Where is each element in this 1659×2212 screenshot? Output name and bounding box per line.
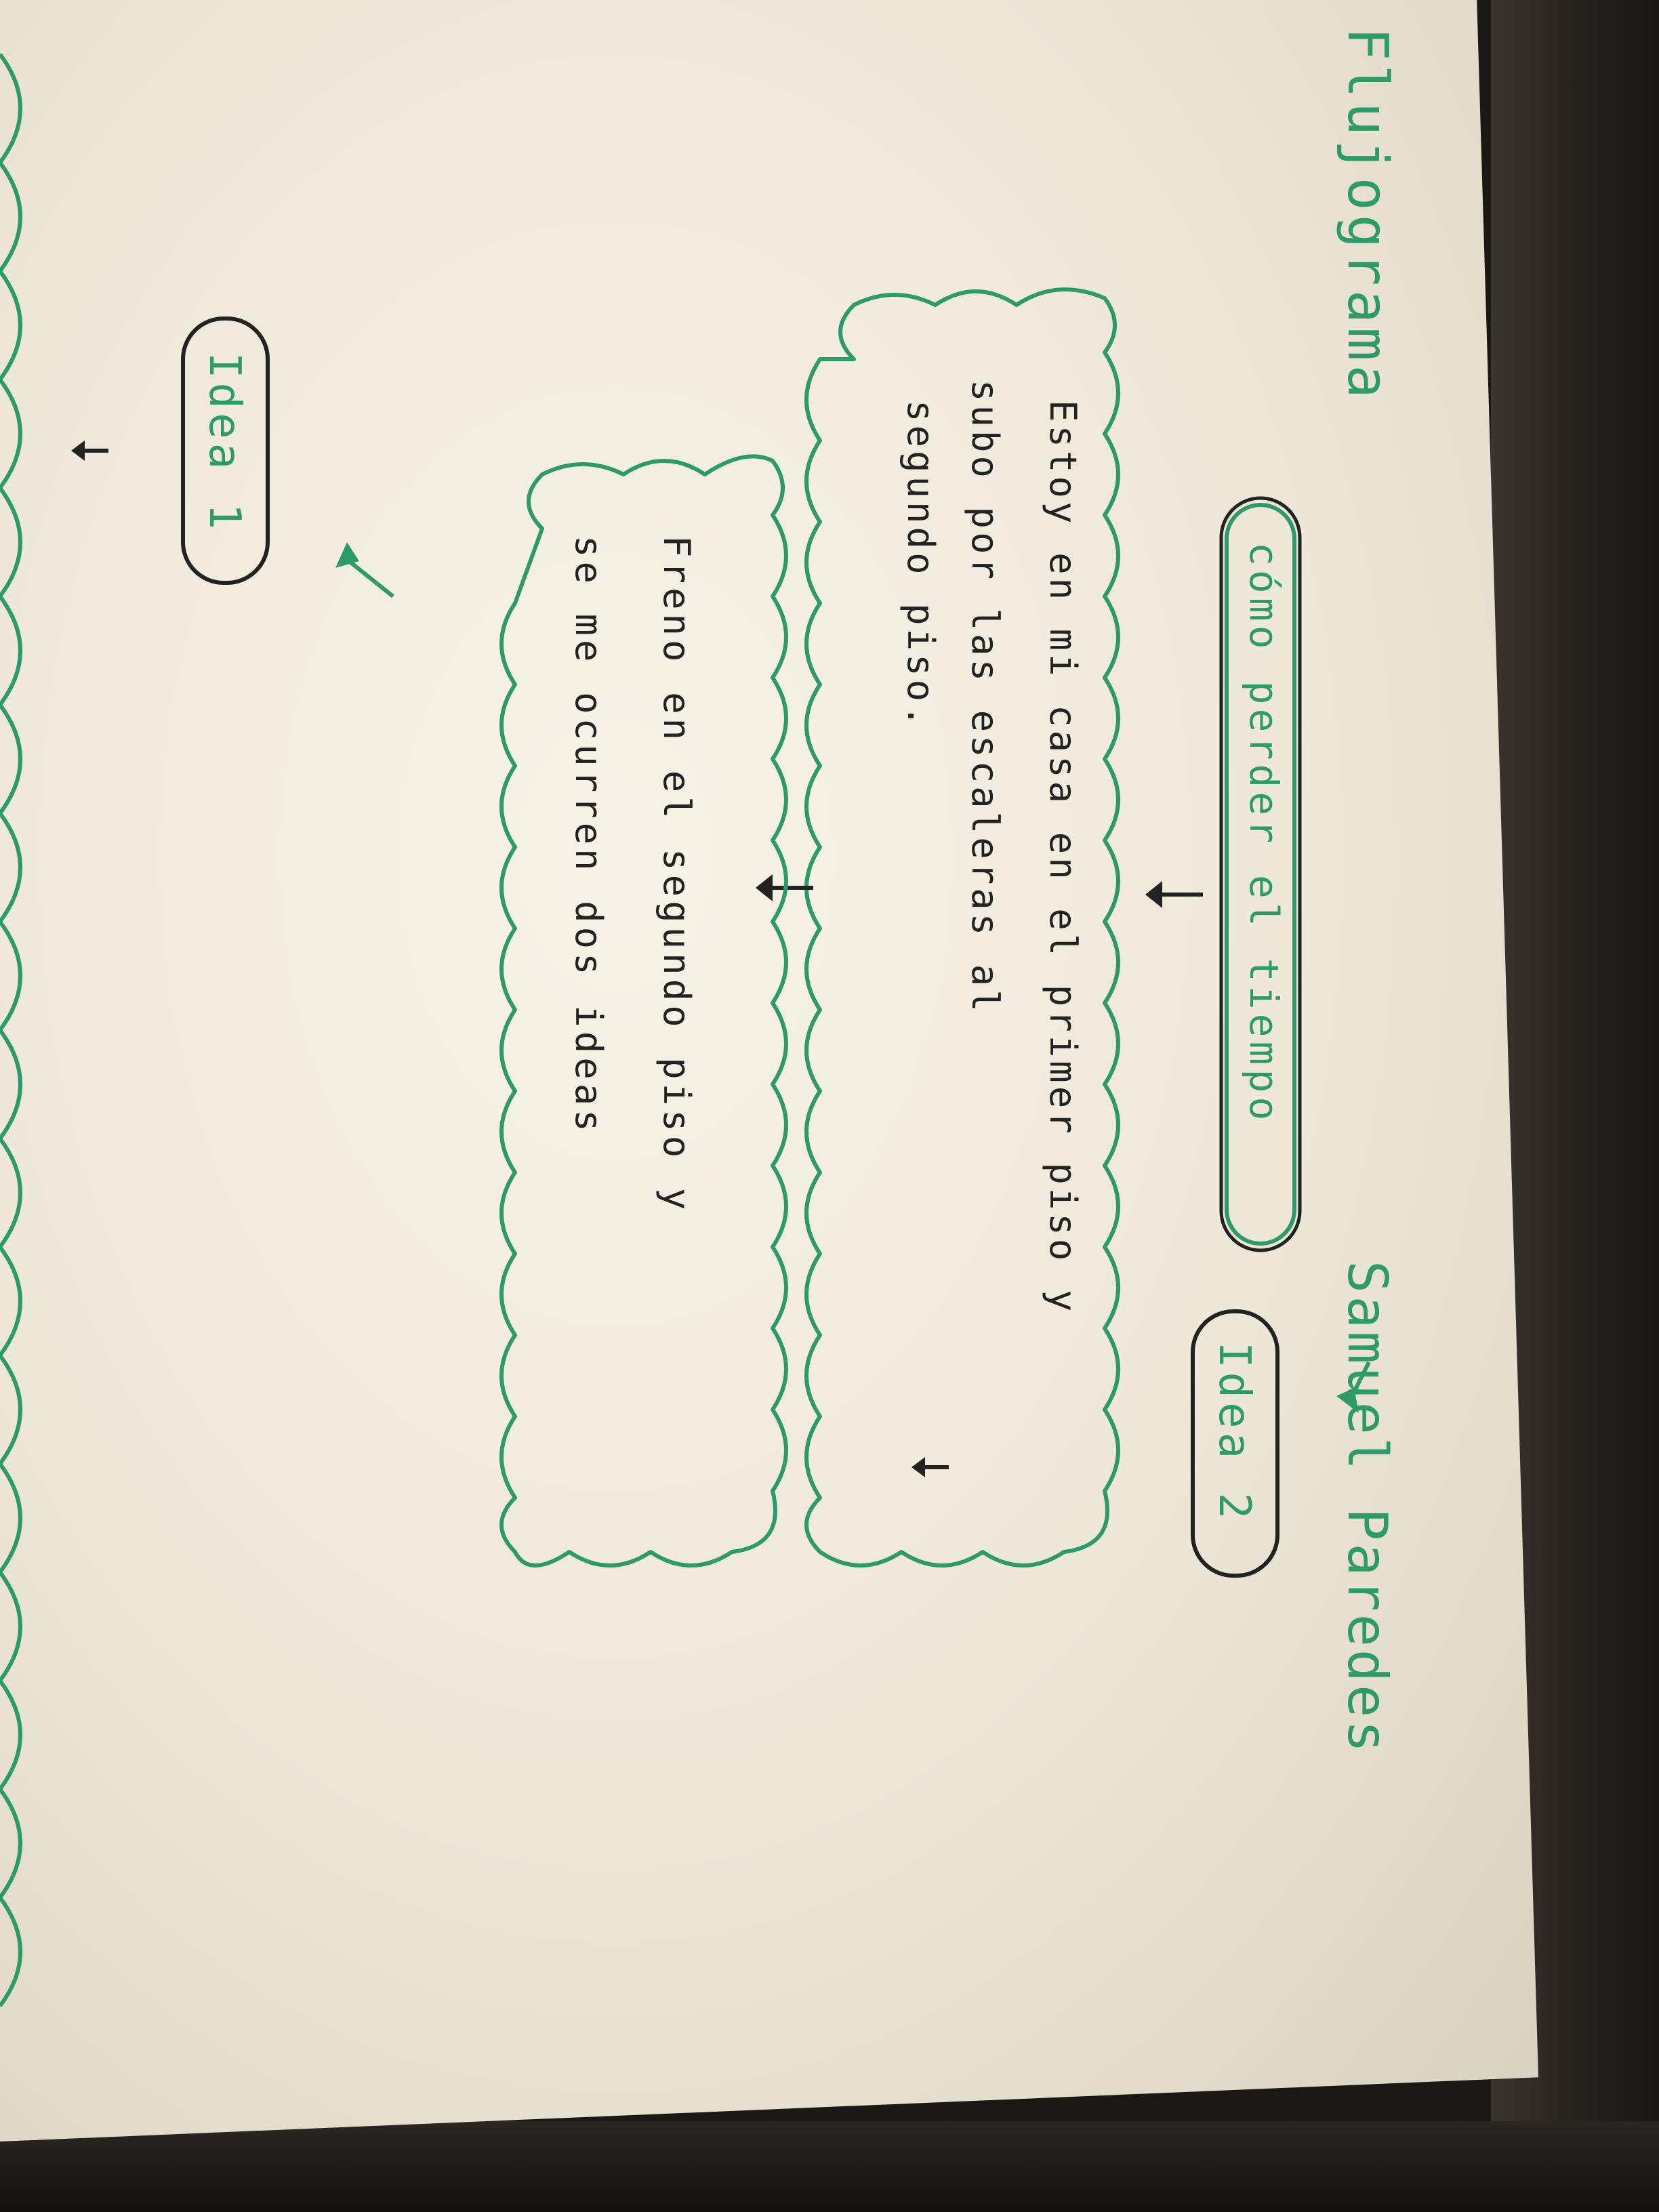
- paper-sheet: [0, 0, 1538, 2142]
- arrow-below-idea2: [912, 1457, 949, 1477]
- idea2-node-label: Idea 2: [1209, 1342, 1259, 1523]
- arrow-question-to-step1: [1145, 881, 1203, 908]
- step2-line1: Freno en el segundo piso y: [655, 535, 698, 1214]
- idea2-node-shape: [1191, 1309, 1279, 1578]
- step2-line2: se me ocurren dos ideas: [567, 535, 610, 1136]
- desk-surface-bottom: [0, 2121, 1659, 2212]
- flowchart-title: Flujograma: [1335, 27, 1399, 403]
- question-node-outline: [1219, 496, 1302, 1252]
- edge-scallops: [0, 53, 22, 2007]
- step1-line1: Estoy en mi casa en el primer piso y: [1042, 400, 1084, 1315]
- idea1-node-shape: [181, 316, 270, 585]
- step1-cloud: [804, 287, 1120, 1568]
- step1-line2: subo por las escaleras al: [964, 380, 1006, 1015]
- step1-line3: segundo piso.: [899, 400, 942, 731]
- arrow-below-idea1: [71, 441, 108, 461]
- arrow-step2-to-idea1: [335, 542, 394, 598]
- question-node-label: cómo perder el tiempo: [1241, 542, 1287, 1124]
- idea1-node-label: Idea 1: [199, 352, 249, 533]
- question-node-shape: [1225, 503, 1296, 1246]
- author-name: Samuel Paredes: [1336, 1261, 1399, 1755]
- arrow-step2-to-idea2: [1336, 1361, 1371, 1413]
- arrow-step1-to-step2: [756, 874, 813, 901]
- step2-cloud: [499, 454, 788, 1568]
